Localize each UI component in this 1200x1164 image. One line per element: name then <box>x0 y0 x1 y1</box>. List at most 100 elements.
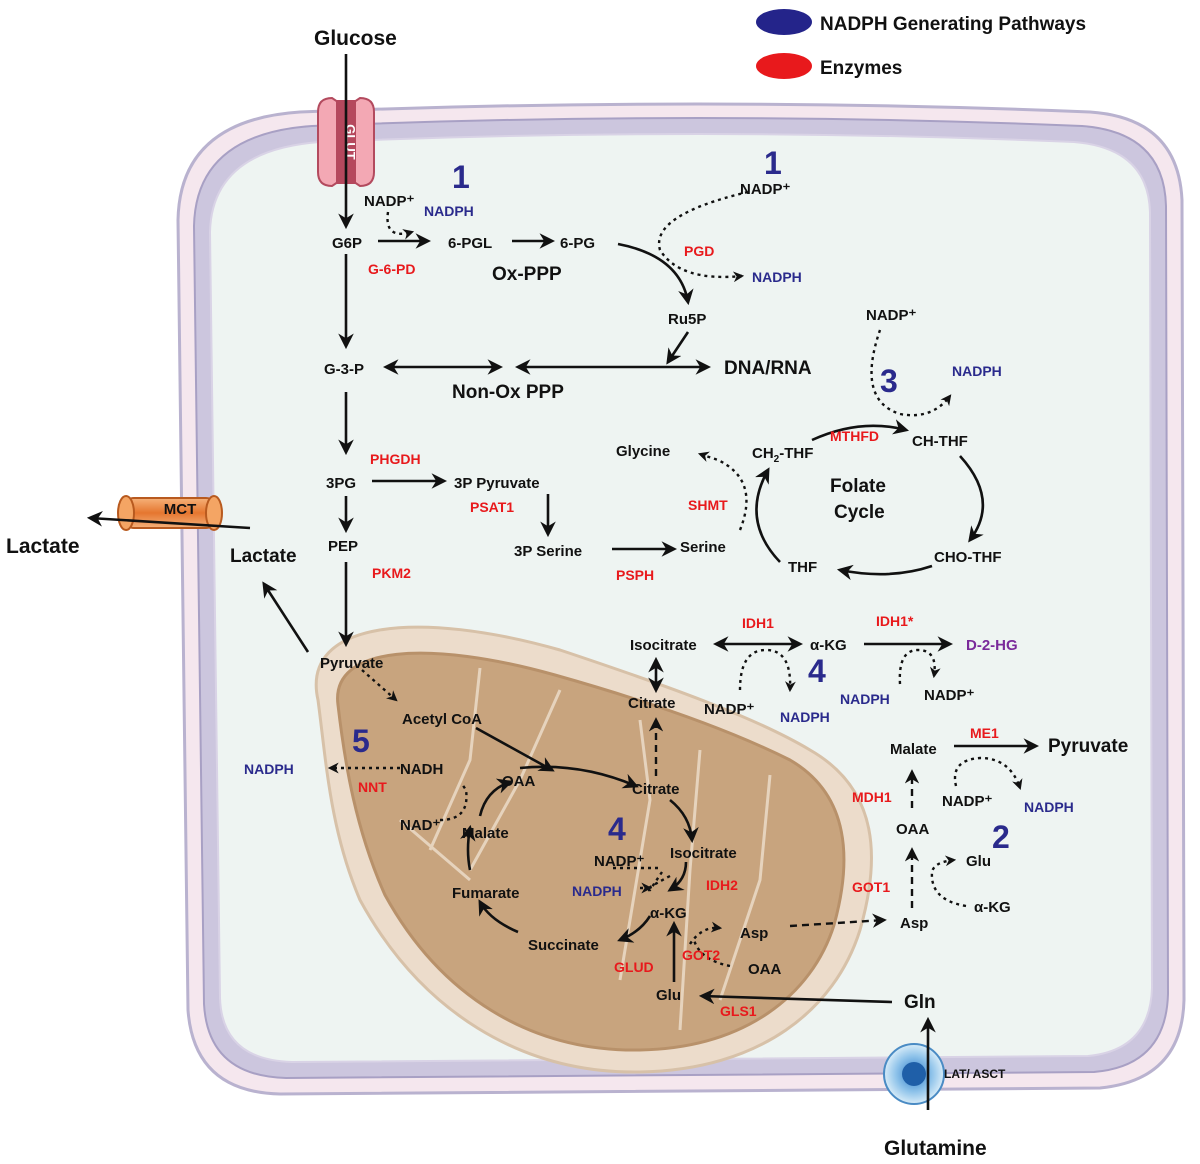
three-p-serine-label: 3P Serine <box>514 543 582 560</box>
malate-cyto-label: Malate <box>890 741 937 758</box>
pathway-number-1a: 1 <box>452 159 470 195</box>
enzyme-pgd: PGD <box>684 243 714 259</box>
legend: NADPH Generating Pathways Enzymes <box>756 9 1086 79</box>
enzyme-got1: GOT1 <box>852 879 890 895</box>
arrows <box>86 54 1040 1110</box>
nadph-nnt: NADPH <box>244 761 294 777</box>
succinate-label: Succinate <box>528 937 599 954</box>
enzyme-idh2: IDH2 <box>706 877 738 893</box>
dna-rna-label: DNA/RNA <box>724 358 812 379</box>
enzyme-mthfd: MTHFD <box>830 428 879 444</box>
nadph-idh1-mut: NADPH <box>840 691 890 707</box>
nadp-idh1: NADP⁺ <box>704 701 755 718</box>
glu-cyto-label: Glu <box>966 853 991 870</box>
mct-label: MCT <box>164 501 197 518</box>
g6p-label: G6P <box>332 235 362 252</box>
enzyme-me1: ME1 <box>970 725 999 741</box>
enzyme-got2: GOT2 <box>682 947 720 963</box>
enzyme-nnt: NNT <box>358 779 387 795</box>
enzyme-psph: PSPH <box>616 567 654 583</box>
ru5p-label: Ru5P <box>668 311 706 328</box>
oaa-cyto-label: OAA <box>896 821 930 838</box>
lactate-out-label: Lactate <box>6 535 80 558</box>
oaa-mito2-label: OAA <box>748 961 782 978</box>
nadp-idh1-mut: NADP⁺ <box>924 687 975 704</box>
folate-title-line1: Folate <box>830 476 886 497</box>
labels: Glucose Lactate Glutamine 1 1 3 4 5 4 2 … <box>6 27 1128 1160</box>
enzyme-psat1: PSAT1 <box>470 499 514 515</box>
ox-ppp-title: Ox-PPP <box>492 264 562 285</box>
pathway-number-2: 2 <box>992 819 1010 855</box>
mitochondrion <box>314 625 873 1074</box>
pathway-number-1b: 1 <box>764 145 782 181</box>
nadph-idh2: NADPH <box>572 883 622 899</box>
ch-thf-label: CH-THF <box>912 433 968 450</box>
legend-nadph-swatch <box>756 9 812 35</box>
ch2-thf-label: CH2-THF <box>752 445 813 465</box>
acetyl-coa-label: Acetyl CoA <box>402 711 482 728</box>
cho-thf-label: CHO-THF <box>934 549 1002 566</box>
enzyme-idh1-mut: IDH1* <box>876 613 914 629</box>
asp-mito-label: Asp <box>740 925 768 942</box>
six-pg-label: 6-PG <box>560 235 595 252</box>
legend-nadph-label: NADPH Generating Pathways <box>820 14 1086 35</box>
akg-cyto-label: α-KG <box>810 637 847 654</box>
thf-label: THF <box>788 559 817 576</box>
malate-mito-label: Malate <box>462 825 509 842</box>
nadp-idh2: NADP⁺ <box>594 853 645 870</box>
pathway-number-4b: 4 <box>608 811 626 847</box>
glutamine-label: Glutamine <box>884 1137 987 1160</box>
nadph-idh1: NADPH <box>780 709 830 725</box>
enzyme-mdh1: MDH1 <box>852 789 892 805</box>
enzyme-gls1: GLS1 <box>720 1003 757 1019</box>
akg-got1-label: α-KG <box>974 899 1011 916</box>
pyruvate-cyto-label: Pyruvate <box>320 655 383 672</box>
d2hg-label: D-2-HG <box>966 637 1018 654</box>
enzyme-g6pd: G-6-PD <box>368 261 415 277</box>
citrate-cyto-label: Citrate <box>628 695 676 712</box>
non-ox-ppp-title: Non-Ox PPP <box>452 382 564 403</box>
nadph-me1: NADPH <box>1024 799 1074 815</box>
legend-enzyme-label: Enzymes <box>820 58 902 79</box>
pathway-number-4a: 4 <box>808 653 826 689</box>
nadp-g6pd: NADP⁺ <box>364 193 415 210</box>
isocitrate-cyto-label: Isocitrate <box>630 637 697 654</box>
nad-label: NAD⁺ <box>400 817 440 834</box>
fumarate-label: Fumarate <box>452 885 520 902</box>
nadp-mthfd: NADP⁺ <box>866 307 917 324</box>
serine-label: Serine <box>680 539 726 556</box>
pep-label: PEP <box>328 538 358 555</box>
glu-mito-label: Glu <box>656 987 681 1004</box>
pyruvate-me1-label: Pyruvate <box>1048 736 1128 757</box>
nadph-g6pd: NADPH <box>424 203 474 219</box>
six-pgl-label: 6-PGL <box>448 235 492 252</box>
nadph-pgd: NADPH <box>752 269 802 285</box>
mito-inner-membrane <box>336 651 846 1052</box>
three-p-pyruvate-label: 3P Pyruvate <box>454 475 540 492</box>
lat-label: LAT/ ASCT <box>944 1067 1006 1081</box>
oaa-mito-label: OAA <box>502 773 536 790</box>
asp-cyto-label: Asp <box>900 915 928 932</box>
mito-cristae <box>399 667 772 1031</box>
glucose-label: Glucose <box>314 27 397 50</box>
gln-label: Gln <box>904 992 936 1013</box>
enzyme-glud: GLUD <box>614 959 654 975</box>
nadph-mthfd: NADPH <box>952 363 1002 379</box>
legend-enzyme-swatch <box>756 53 812 79</box>
akg-mito-label: α-KG <box>650 905 687 922</box>
nadp-me1: NADP⁺ <box>942 793 993 810</box>
folate-title-line2: Cycle <box>834 502 885 523</box>
enzyme-shmt: SHMT <box>688 497 728 513</box>
three-pg-label: 3PG <box>326 475 356 492</box>
isocitrate-mito-label: Isocitrate <box>670 845 737 862</box>
nadp-pgd: NADP⁺ <box>740 181 791 198</box>
g3p-label: G-3-P <box>324 361 364 378</box>
pathway-number-5: 5 <box>352 723 370 759</box>
nadh-label: NADH <box>400 761 443 778</box>
pathway-number-3: 3 <box>880 363 898 399</box>
glycine-label: Glycine <box>616 443 670 460</box>
enzyme-idh1: IDH1 <box>742 615 774 631</box>
citrate-mito-label: Citrate <box>632 781 680 798</box>
